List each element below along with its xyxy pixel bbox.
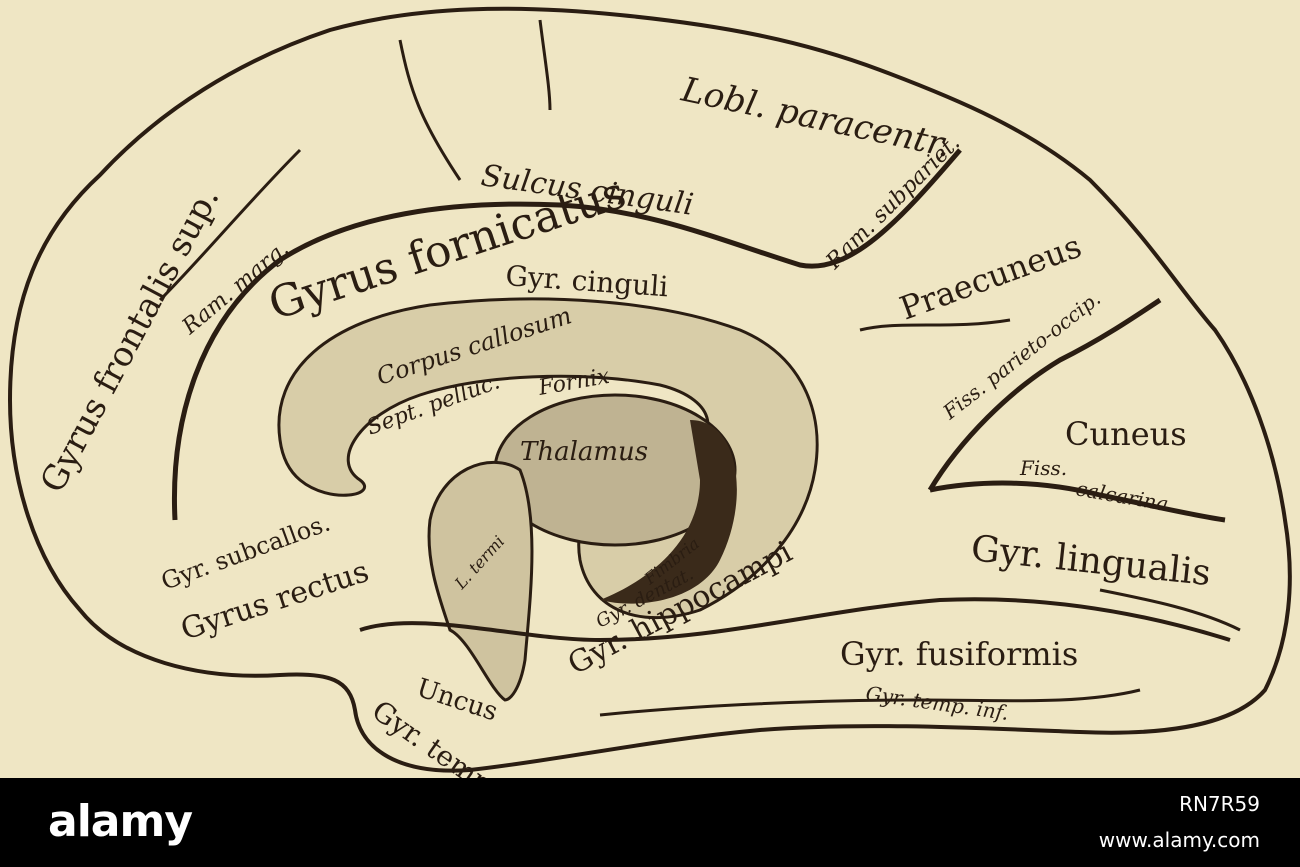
label-gyr-fusiformis: Gyr. fusiformis <box>840 635 1078 673</box>
brain-medial-surface-illustration: Lobl. paracentr. Sulcus cinguli Ram. sub… <box>7 6 1292 831</box>
brainstem-shape <box>427 460 534 702</box>
label-cuneus: Cuneus <box>1065 415 1187 453</box>
superior-sulcus <box>398 39 462 181</box>
temporal-sulcus-2 <box>599 688 1141 717</box>
frontal-sulcus <box>158 148 302 302</box>
stock-site-url: www.alamy.com <box>1098 828 1260 852</box>
stock-footer-bar: alamy RN7R59 www.alamy.com <box>0 778 1300 867</box>
label-thalamus: Thalamus <box>520 437 648 467</box>
precuneus-sulcus <box>859 318 1011 332</box>
temporal-sulcus-1 <box>359 597 1231 643</box>
sulcus-cinguli-line <box>171 148 962 521</box>
brain-outline <box>7 6 1292 773</box>
paracentral-sulcus <box>538 19 552 111</box>
stock-image-id: RN7R59 <box>1179 792 1260 816</box>
lingual-sulcus <box>1099 588 1241 632</box>
label-fiss: Fiss. <box>1019 456 1067 480</box>
brain-diagram-svg: Lobl. paracentr. Sulcus cinguli Ram. sub… <box>7 6 1292 831</box>
parieto-occipital-fissure <box>927 297 1162 492</box>
ventricle-shape <box>600 420 737 604</box>
calcarine-fissure <box>929 480 1226 523</box>
alamy-logo: alamy <box>48 796 193 847</box>
